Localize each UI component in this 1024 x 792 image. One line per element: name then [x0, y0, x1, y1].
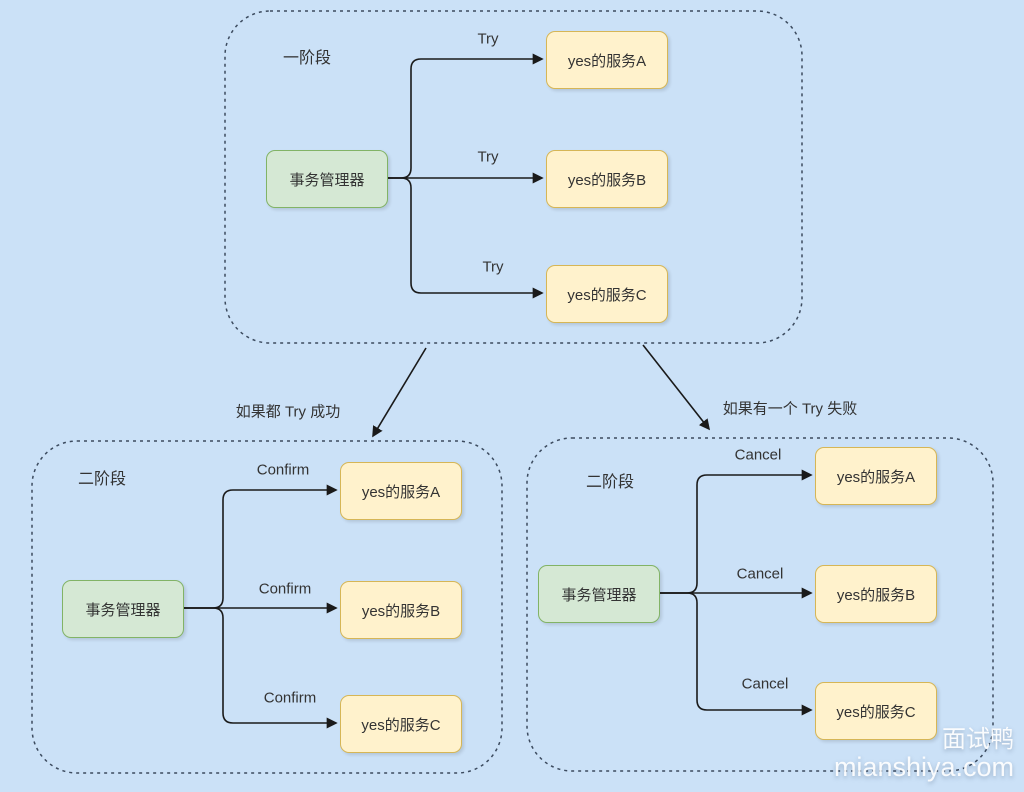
try-label-b: Try	[477, 148, 499, 166]
condition-label-fail: 如果有一个 Try 失败	[722, 400, 858, 418]
confirm-label-b: Confirm	[258, 580, 312, 598]
cancel-arrow-c	[658, 592, 813, 716]
try-arrow-c	[388, 177, 544, 299]
phase2-fail-transaction-manager: 事务管理器	[538, 565, 660, 623]
phase2-fail-container	[526, 437, 994, 772]
phase2-fail-service-a: yes的服务A	[815, 447, 937, 505]
phase1-service-a: yes的服务A	[546, 31, 668, 89]
phase2-success-transaction-manager: 事务管理器	[62, 580, 184, 638]
cancel-label-b: Cancel	[736, 565, 784, 583]
phase2-fail-title: 二阶段	[585, 474, 635, 491]
phase1-service-c: yes的服务C	[546, 265, 668, 323]
confirm-label-a: Confirm	[256, 461, 310, 479]
phase1-service-b: yes的服务B	[546, 150, 668, 208]
phase2-fail-service-b: yes的服务B	[815, 565, 937, 623]
try-label-c: Try	[482, 258, 504, 276]
watermark-site: mianshiya.com	[833, 751, 1014, 782]
confirm-arrow-c	[183, 607, 338, 729]
try-label-a: Try	[477, 30, 499, 48]
transition-arrow-fail	[642, 344, 711, 431]
condition-label-success: 如果都 Try 成功	[235, 403, 341, 421]
phase2-fail-service-c: yes的服务C	[815, 682, 937, 740]
confirm-label-c: Confirm	[263, 689, 317, 707]
watermark-brand: 面试鸭	[942, 725, 1014, 753]
cancel-label-a: Cancel	[734, 446, 782, 464]
phase2-success-container	[31, 440, 503, 774]
phase2-success-service-c: yes的服务C	[340, 695, 462, 753]
watermark: 面试鸭 mianshiya.com	[834, 727, 1014, 782]
phase2-success-service-b: yes的服务B	[340, 581, 462, 639]
try-arrow-a	[388, 53, 544, 179]
phase2-success-title: 二阶段	[77, 471, 127, 488]
phase1-container	[224, 10, 803, 344]
cancel-label-c: Cancel	[741, 675, 789, 693]
transition-arrow-success	[372, 347, 427, 438]
phase1-title: 一阶段	[282, 50, 332, 67]
cancel-arrow-a	[658, 469, 813, 594]
phase2-success-service-a: yes的服务A	[340, 462, 462, 520]
phase1-transaction-manager: 事务管理器	[266, 150, 388, 208]
